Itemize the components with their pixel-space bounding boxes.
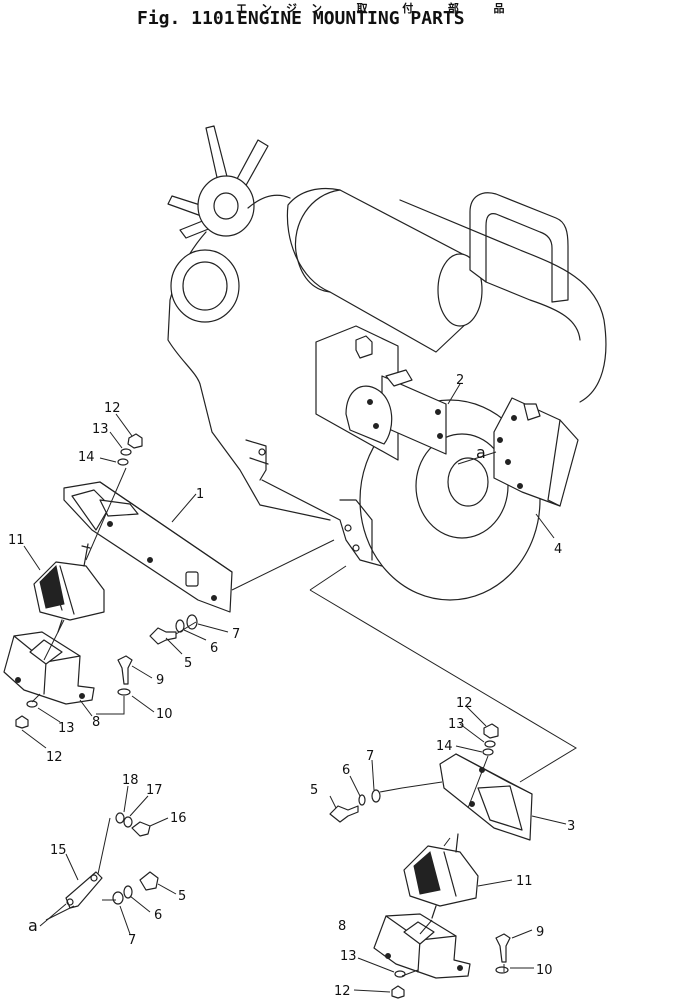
figure-number: Fig. 1101 [137,8,235,29]
callout-7: 7 [366,749,374,764]
callout-5: 5 [310,783,318,798]
japanese-title: エンジン 取 付 部 品 [236,2,519,15]
callout-11: 11 [8,533,25,548]
leader-lines [21,383,577,993]
callout-3: 3 [567,819,575,834]
callout-16: 16 [170,811,187,826]
callout-6: 6 [154,908,162,923]
callout-6: 6 [342,763,350,778]
saddle-bracket-part-8-right [373,913,471,979]
figure-title: ENGINE MOUNTING PARTS [237,8,465,29]
callout-14: 14 [78,450,95,465]
reference-a-engine: a [476,443,486,462]
callout-17: 17 [146,783,163,798]
callout-12: 12 [456,696,473,711]
callout-13: 13 [92,422,109,437]
callout-9: 9 [536,925,544,940]
callout-labels: 1 2 3 4 12 13 14 11 5 6 7 9 10 8 13 12 1… [8,373,575,999]
callout-12: 12 [104,401,121,416]
callout-15: 15 [50,843,67,858]
callout-13: 13 [58,721,75,736]
saddle-bracket-part-8-left [3,631,95,705]
callout-6: 6 [210,641,218,656]
rubber-mount-part-11-right [403,833,479,919]
callout-14: 14 [436,739,453,754]
callout-5: 5 [184,656,192,671]
engine-assembly [167,125,607,601]
callout-11: 11 [516,874,533,889]
callout-8: 8 [338,919,346,934]
callout-9: 9 [156,673,164,688]
front-mount-bracket-part-2 [315,325,447,461]
callout-13: 13 [448,717,465,732]
callout-18: 18 [122,773,139,788]
callout-12: 12 [46,750,63,765]
rear-mount-bracket-part-4 [493,397,579,507]
callout-10: 10 [156,707,173,722]
callout-1: 1 [196,487,204,502]
left-hardware [15,433,198,909]
callout-4: 4 [554,542,562,557]
callout-12: 12 [334,984,351,999]
right-hardware [329,723,511,999]
reference-a-stay: a [28,916,38,935]
callout-2: 2 [456,373,464,388]
callout-7: 7 [128,933,136,948]
callout-5: 5 [178,889,186,904]
callout-8: 8 [92,715,100,730]
callout-10: 10 [536,963,553,978]
rubber-mount-part-11-left [33,543,105,633]
callout-13: 13 [340,949,357,964]
callout-7: 7 [232,627,240,642]
bracket-part-3 [439,753,533,841]
